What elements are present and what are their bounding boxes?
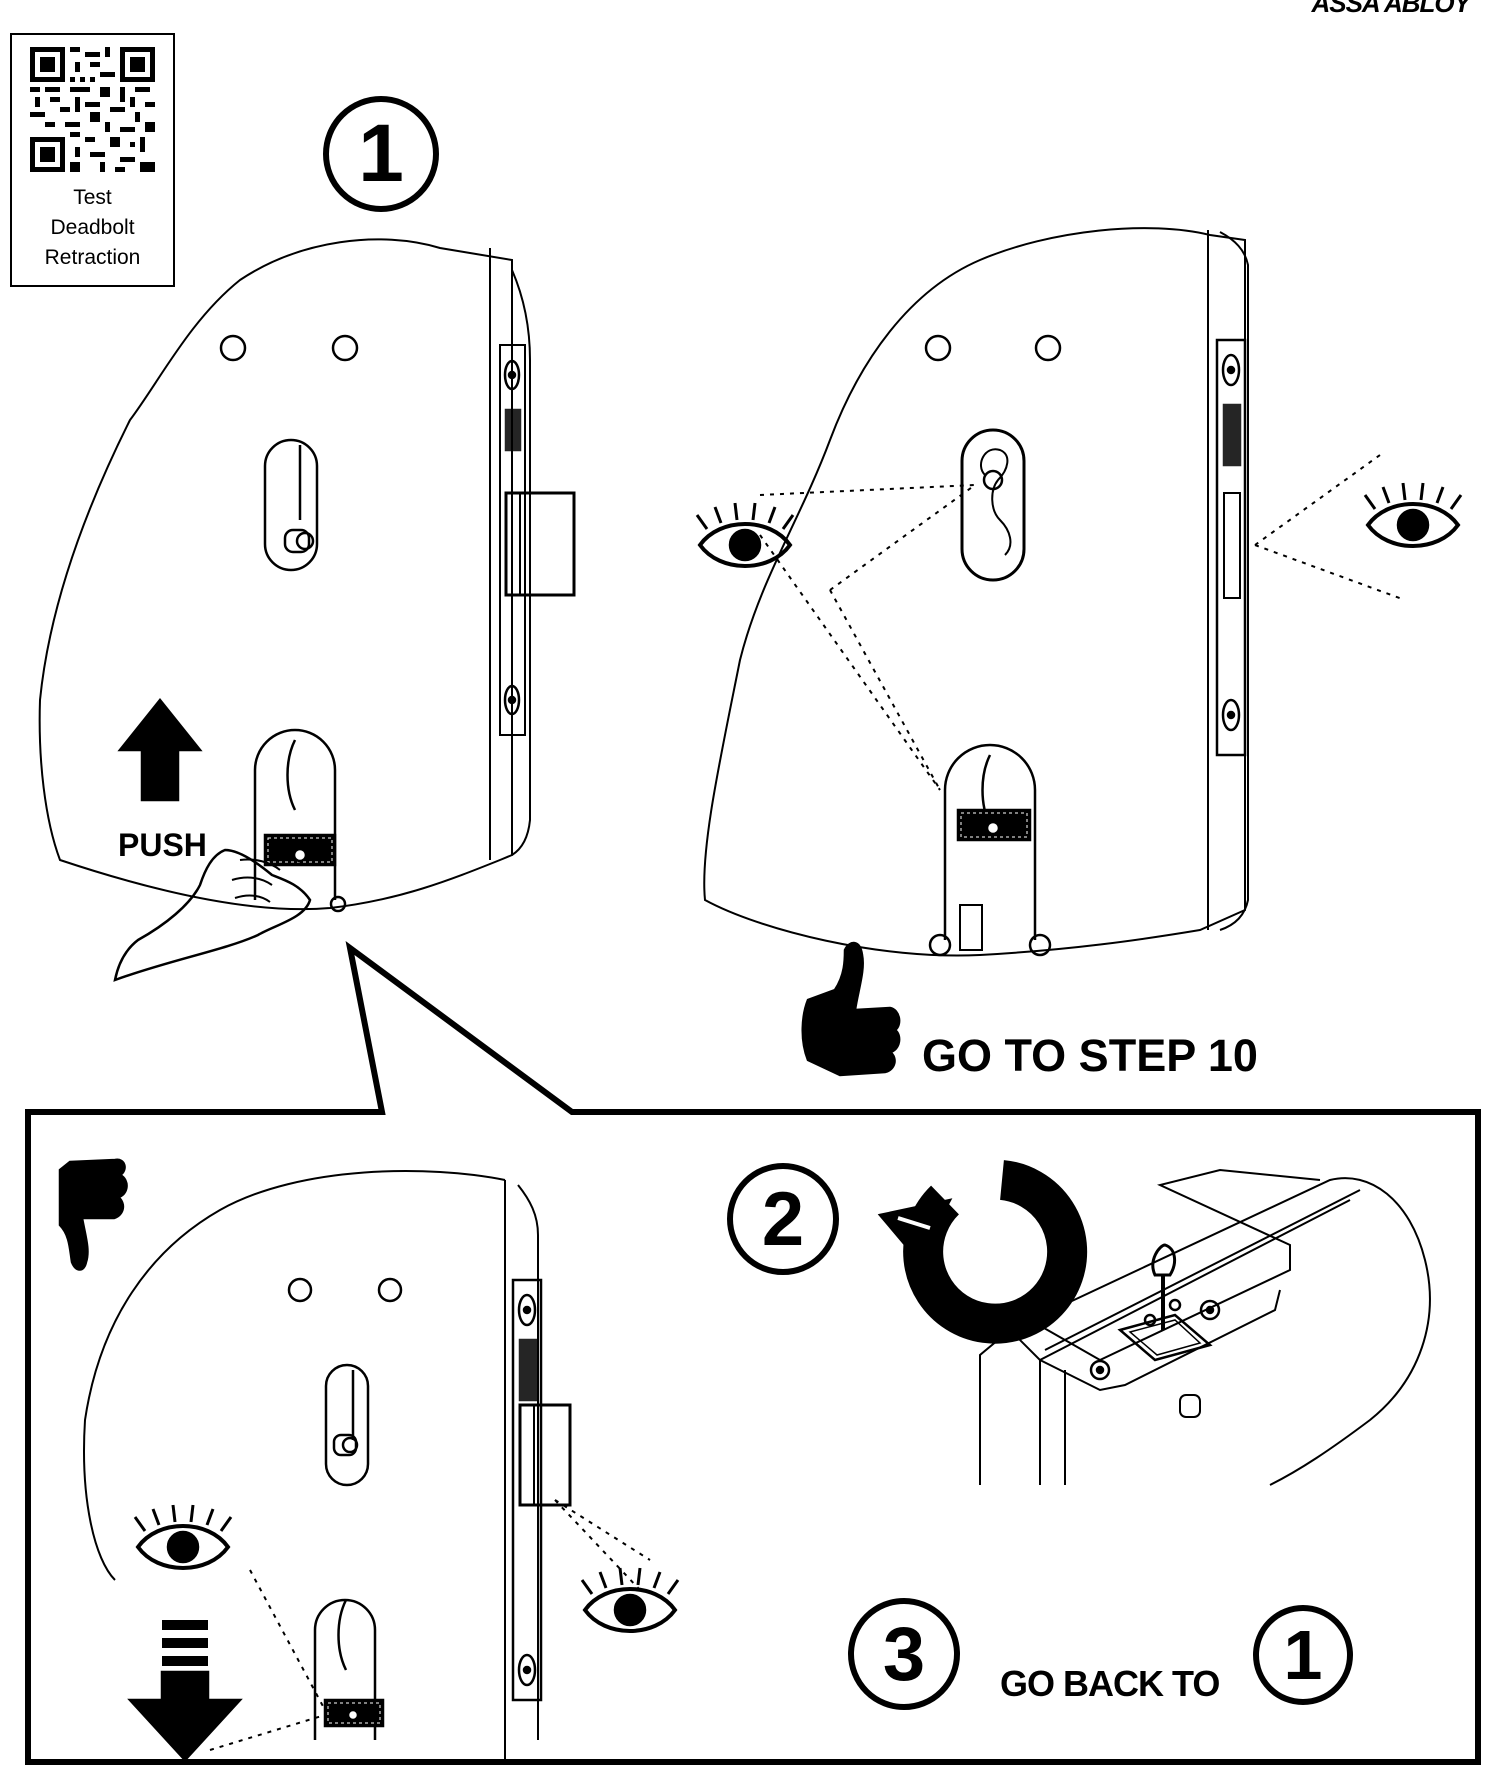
qr-caption-line: Retraction xyxy=(44,246,141,269)
lock-fail-view xyxy=(83,1170,651,1762)
eye-icon xyxy=(133,1504,233,1570)
qr-caption: Test Deadbolt Retraction xyxy=(12,183,173,273)
qr-code[interactable] xyxy=(30,47,155,172)
callout-frame xyxy=(25,941,1481,1765)
go-back-step-1-badge: 1 xyxy=(1253,1605,1353,1705)
qr-caption-line: Deadbolt xyxy=(50,216,135,239)
go-back-to-label: GO BACK TO xyxy=(1000,1663,1220,1704)
thumbs-down-icon xyxy=(58,1158,128,1271)
eye-icon xyxy=(1363,482,1463,548)
lock-push-view xyxy=(38,238,576,982)
brand-logo: ASSA ABLOY xyxy=(1311,0,1471,18)
step-1-badge: 1 xyxy=(323,96,439,212)
lock-top-view xyxy=(979,1168,1431,1486)
qr-caption-line: Test xyxy=(73,186,112,209)
qr-code-panel[interactable]: Test Deadbolt Retraction xyxy=(10,33,175,287)
step-3-badge: 3 xyxy=(848,1598,960,1710)
lock-inspect-view xyxy=(703,227,1406,957)
push-label: PUSH xyxy=(118,827,207,863)
eye-icon xyxy=(580,1567,680,1633)
thumbs-up-icon xyxy=(801,941,901,1077)
go-to-step-label: GO TO STEP 10 xyxy=(922,1030,1258,1081)
step-2-badge: 2 xyxy=(727,1163,839,1275)
rotate-counterclockwise-icon xyxy=(877,1160,1088,1344)
eye-icon xyxy=(695,502,795,568)
